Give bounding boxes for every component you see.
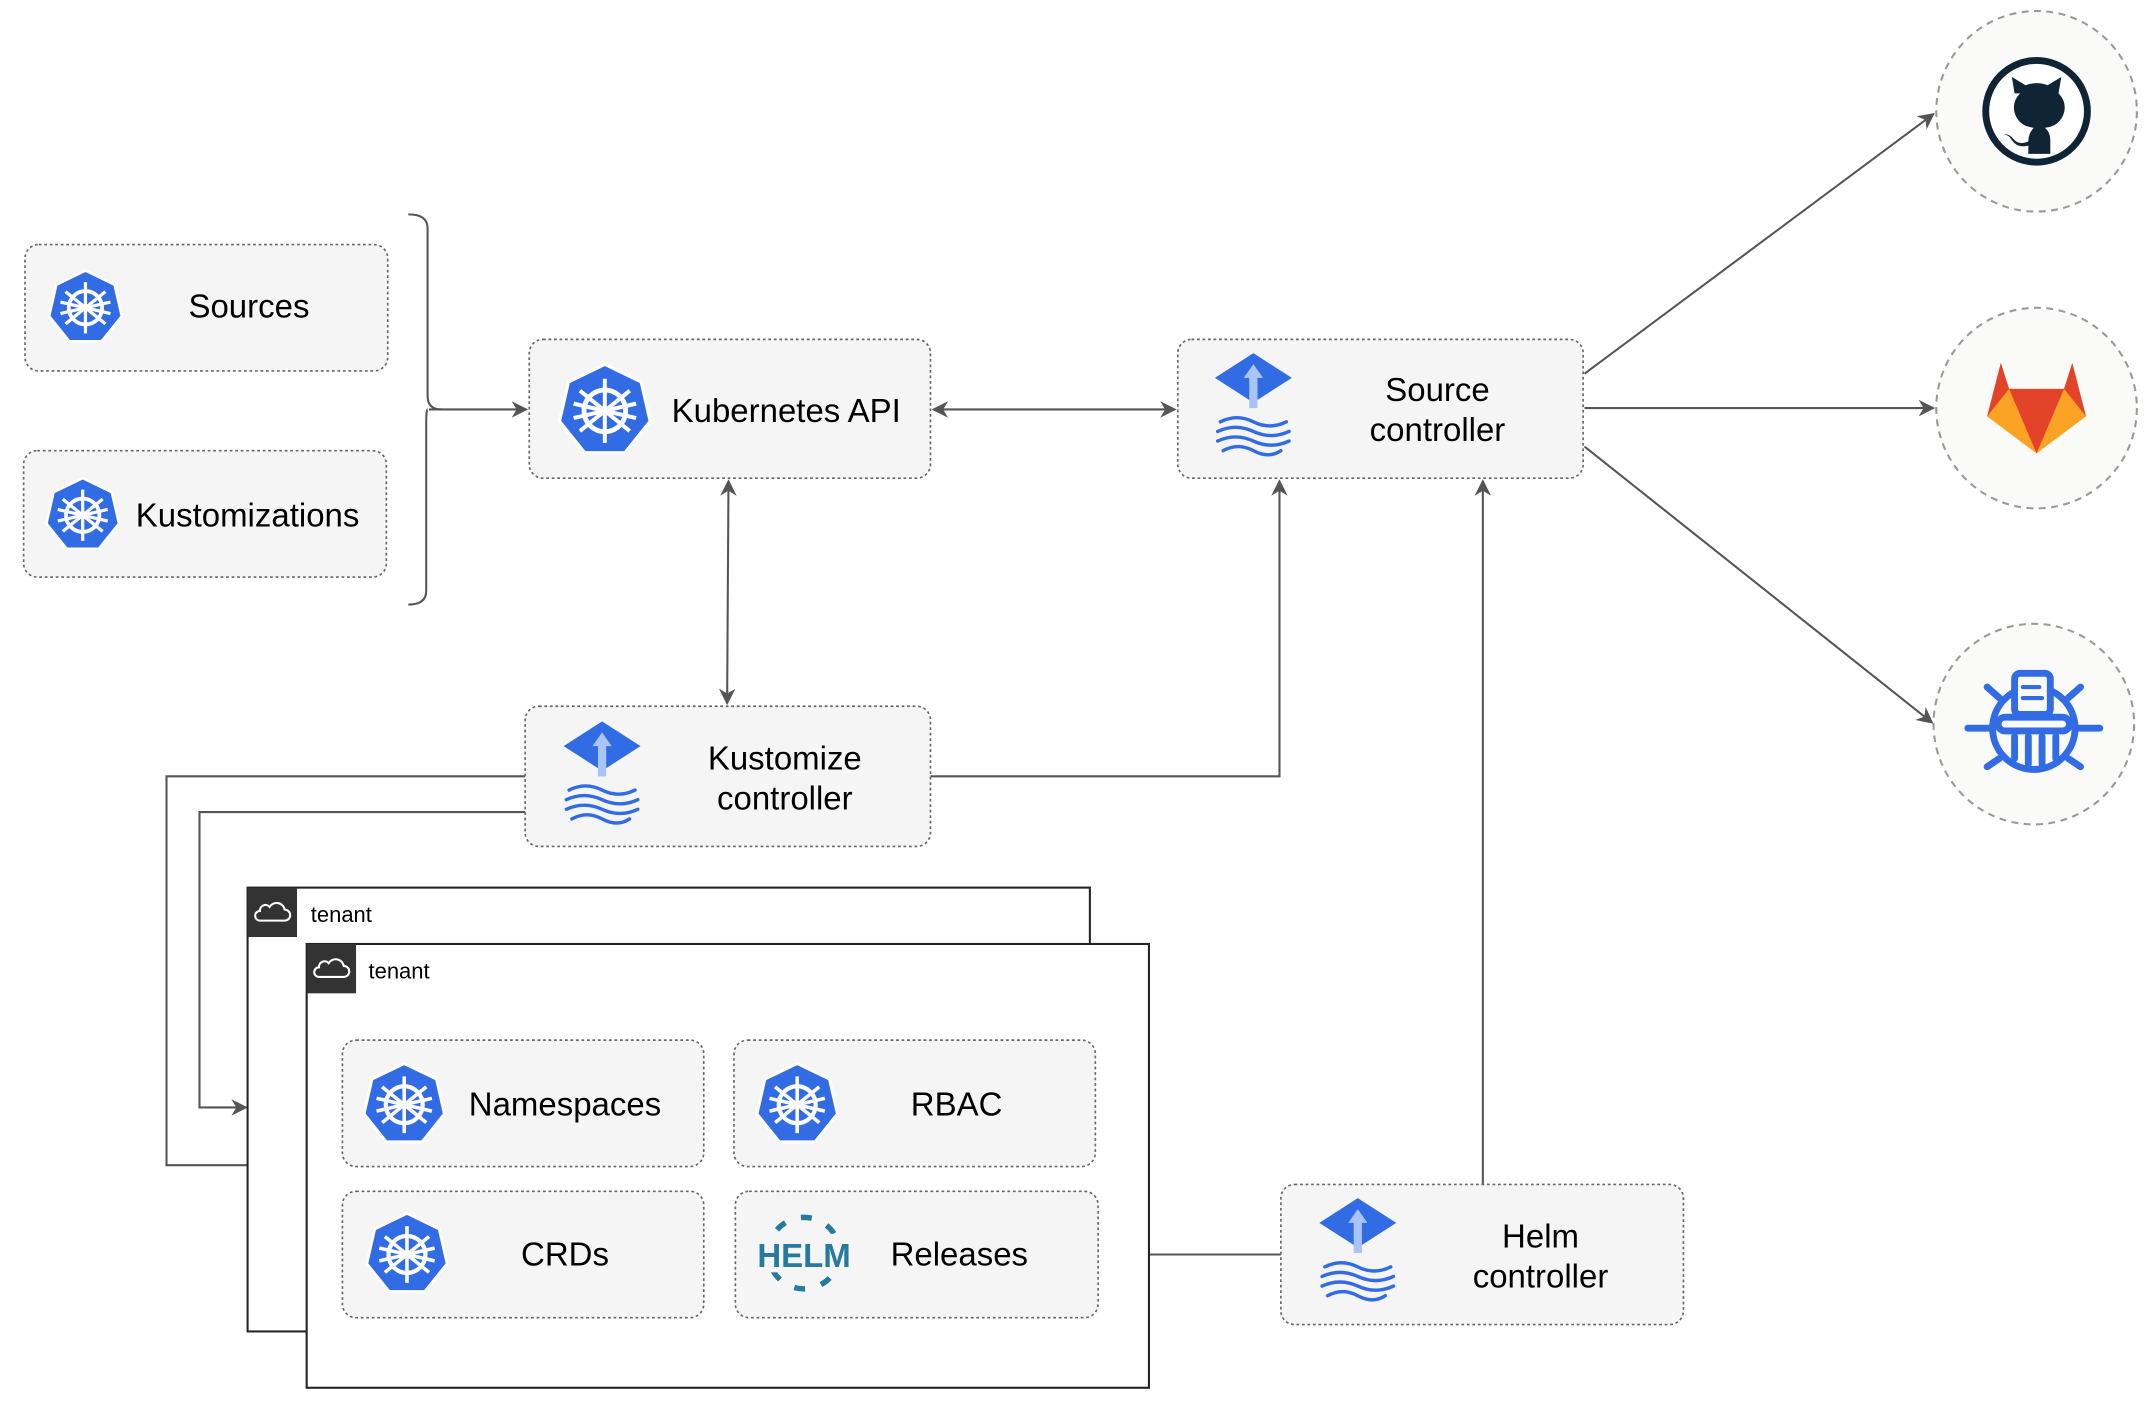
- rbac-node[interactable]: RBAC: [733, 1039, 1097, 1168]
- kustomizations-node[interactable]: Kustomizations: [22, 449, 388, 578]
- releases-node[interactable]: HELM Releases: [734, 1190, 1099, 1319]
- node-label: controller: [1473, 1257, 1609, 1294]
- github-icon: [1982, 57, 2091, 166]
- cloud-icon: [247, 887, 298, 938]
- gitlab-icon: [1987, 362, 2087, 454]
- node-label: Kubernetes API: [672, 392, 901, 429]
- helm-icon: HELM: [757, 1214, 851, 1292]
- svg-text:HELM: HELM: [757, 1237, 850, 1274]
- kubernetes-api-node[interactable]: Kubernetes API: [528, 338, 932, 479]
- cloud-icon: [306, 943, 357, 994]
- edge-source-to-github: [1583, 113, 1935, 375]
- gitlab-node[interactable]: [1935, 306, 2138, 510]
- github-node[interactable]: [1935, 9, 2138, 213]
- edge-kustomize-to-tenant-back: [198, 811, 526, 1116]
- node-label: Helm: [1502, 1218, 1579, 1255]
- namespaces-node[interactable]: Namespaces: [341, 1039, 705, 1168]
- node-label: Kustomizations: [136, 496, 360, 533]
- crds-node[interactable]: CRDs: [341, 1190, 705, 1319]
- node-label: CRDs: [521, 1235, 609, 1272]
- edge-api-kustomize-controller: [718, 479, 737, 706]
- tenant-label: tenant: [369, 958, 430, 983]
- kustomize-controller-node[interactable]: Kustomize controller: [524, 705, 932, 848]
- node-label: Releases: [891, 1235, 1028, 1272]
- node-label: Kustomize: [708, 739, 862, 776]
- grouping-bracket: [408, 213, 442, 606]
- node-label: Source: [1385, 371, 1489, 408]
- edge-kustomize-to-source: [930, 479, 1288, 778]
- node-label: RBAC: [911, 1086, 1003, 1123]
- tenant-label: tenant: [311, 902, 372, 927]
- sources-node[interactable]: Sources: [24, 243, 389, 372]
- node-label: controller: [717, 779, 853, 816]
- bucket-icon: [1964, 669, 2104, 773]
- node-label: Sources: [188, 287, 309, 324]
- bucket-node[interactable]: [1932, 622, 2136, 826]
- edge-source-to-bucket: [1583, 445, 1934, 724]
- source-controller-node[interactable]: Source controller: [1176, 338, 1584, 479]
- helm-controller-node[interactable]: Helm controller: [1280, 1183, 1685, 1326]
- node-label: Namespaces: [469, 1086, 661, 1123]
- edge-kustomize-to-tenant-front: [165, 775, 526, 1174]
- node-label: controller: [1370, 411, 1506, 448]
